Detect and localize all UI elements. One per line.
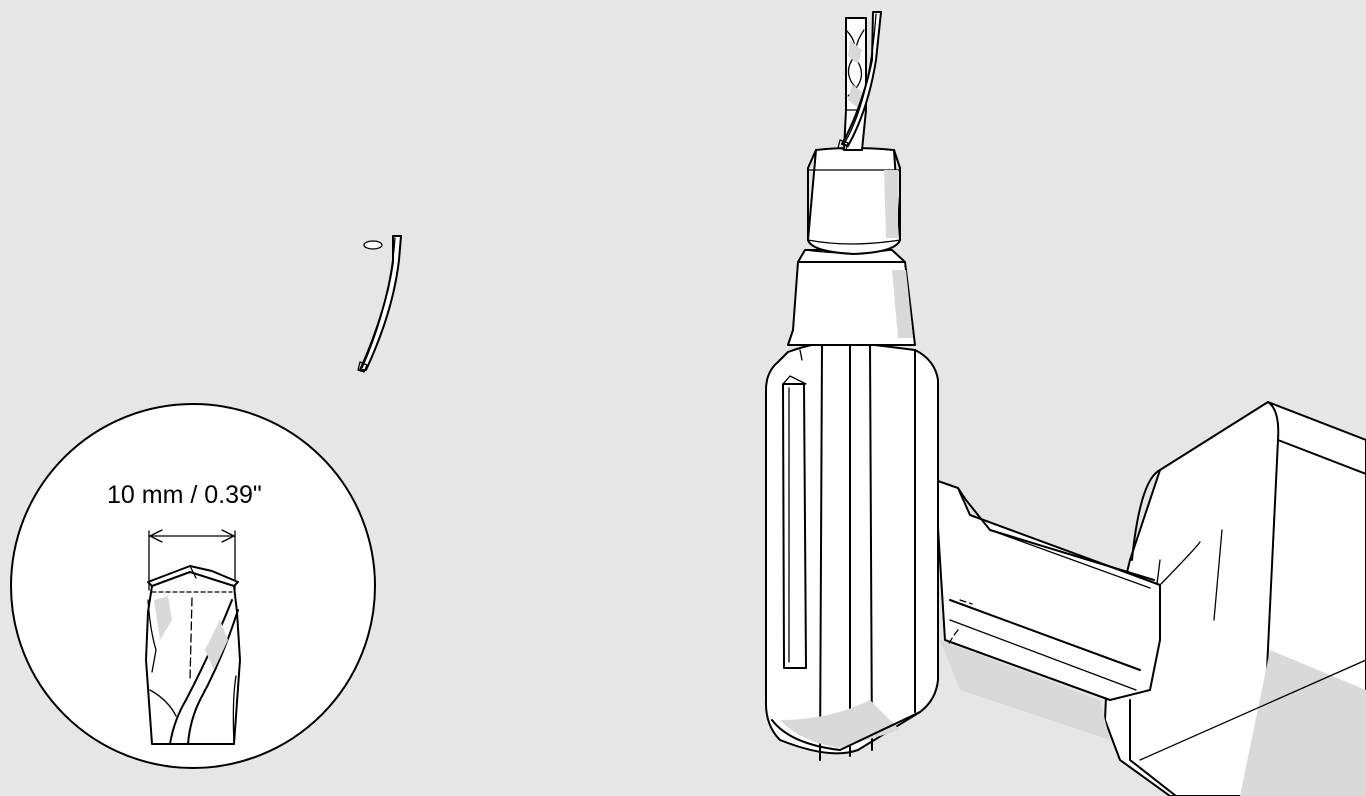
drill-bit-detail-callout: 10 mm / 0.39" (10, 403, 376, 769)
loose-wire-piece (357, 235, 402, 373)
drill-rear-housing (1104, 401, 1366, 796)
dimension-arrow (148, 529, 236, 591)
drill-chuck-collar (787, 249, 916, 361)
dimension-label: 10 mm / 0.39" (107, 481, 262, 509)
drill-handle (934, 479, 1201, 740)
wire-end-ellipse (363, 240, 383, 250)
attached-wire (837, 11, 882, 151)
power-drill (764, 11, 1366, 796)
drill-bit-tip (145, 565, 241, 745)
drill-grip-body (764, 340, 939, 761)
drill-chuck (807, 147, 901, 255)
